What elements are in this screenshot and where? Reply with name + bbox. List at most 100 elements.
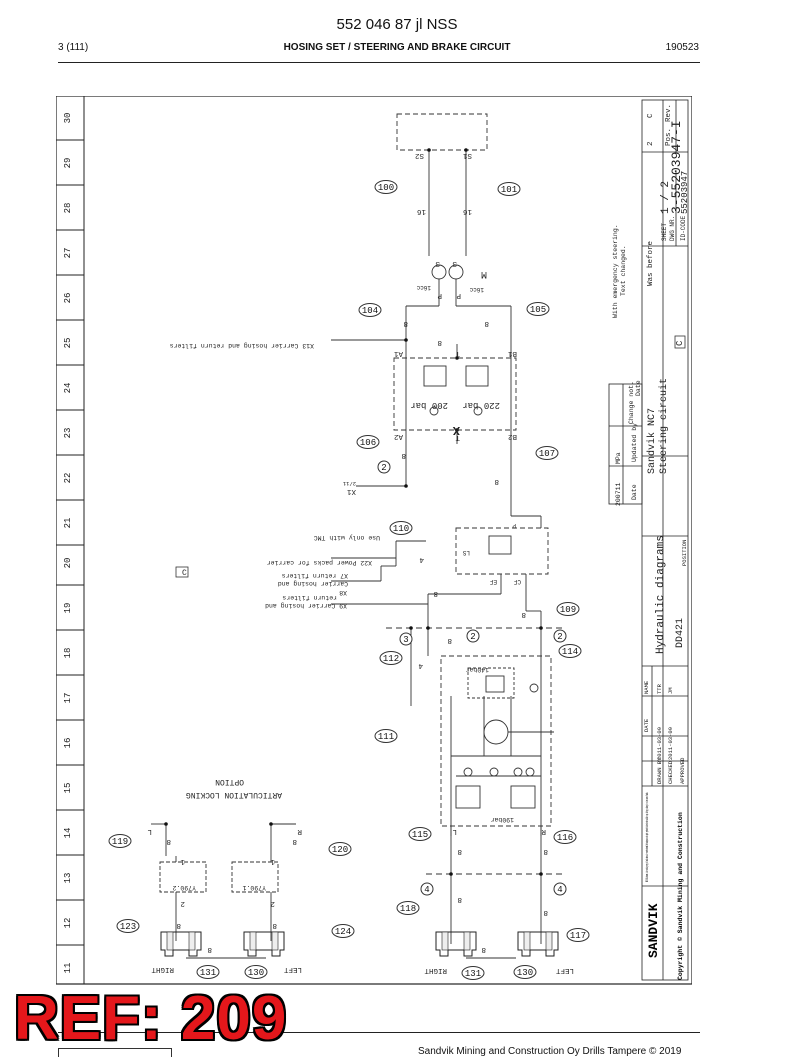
svg-text:3: 3: [403, 635, 408, 645]
label-p-left: P: [437, 291, 442, 299]
hose-size-8-b: 8: [484, 319, 489, 327]
marker-3: 3: [399, 632, 413, 646]
label-left-main: LEFT: [555, 966, 574, 974]
name-label: NAME: [643, 680, 650, 694]
svg-text:4: 4: [557, 885, 562, 895]
label-left-option: LEFT: [283, 965, 302, 973]
callout-101: 101: [497, 182, 521, 196]
callout-111: 111: [374, 729, 398, 743]
marker-4-right: 4: [553, 882, 567, 896]
drawing-frame: [56, 96, 692, 985]
checked-label: CHECKED: [667, 760, 674, 784]
label-r-main: R: [541, 827, 546, 835]
ruler-num: 28: [63, 203, 73, 214]
ruler-num: 19: [63, 603, 73, 614]
svg-text:130: 130: [248, 968, 264, 978]
revision-note-2: Text changed.: [620, 245, 627, 296]
svg-text:109: 109: [560, 605, 576, 615]
label-s1: S1: [462, 151, 472, 159]
label-right-main: RIGHT: [424, 966, 447, 974]
label-l-main: L: [452, 827, 457, 835]
ruler-num: 23: [63, 428, 73, 439]
hose-size-8-j: 8: [543, 847, 548, 855]
label-16-a: 16: [416, 207, 426, 215]
ruler-num: 22: [63, 473, 73, 484]
hose-size-8-q: 8: [207, 945, 212, 953]
hose-size-8-n: 8: [292, 837, 297, 845]
label-p-right: P: [456, 291, 461, 299]
ruler-num: 14: [63, 828, 73, 839]
label-190bar: 190bar: [490, 816, 514, 823]
svg-text:112: 112: [383, 654, 399, 664]
svg-text:130: 130: [517, 968, 533, 978]
label-a2: A2: [394, 432, 403, 440]
label-m: M: [481, 268, 487, 279]
notice: [594, 686, 646, 886]
marker-2-right: 2: [553, 629, 567, 643]
svg-text:124: 124: [335, 927, 351, 937]
label-s2: S2: [415, 151, 424, 159]
notice-text-block: [644, 888, 645, 889]
footer-text: Sandvik Mining and Construction Oy Drill…: [418, 1046, 682, 1057]
label-p-valve: P: [512, 522, 516, 529]
label-ef: EF: [489, 578, 497, 585]
hose-size-8-c: 8: [437, 338, 442, 346]
svg-text:105: 105: [530, 305, 546, 315]
hose-size-4-b: 4: [418, 661, 423, 669]
callout-109: 109: [556, 602, 580, 616]
label-140bar: 140bar: [465, 666, 489, 673]
updated-by: Updated by: [631, 423, 638, 462]
label-x7-a: X7 return filters: [282, 572, 348, 579]
svg-text:2: 2: [557, 632, 562, 642]
hose-size-8-a: 8: [403, 319, 408, 327]
label-articulation-1: ARTICULATION LOCKING: [186, 790, 282, 799]
callout-123: 123: [116, 919, 140, 933]
model: DD421: [675, 618, 686, 648]
label-ls: LS: [462, 549, 470, 556]
ruler-num: 12: [63, 918, 73, 929]
label-b1: B1: [507, 349, 517, 357]
label-16cc-left: 16cc: [416, 284, 431, 291]
ruler-num: 29: [63, 158, 73, 169]
sheet-number: 1 / 2: [660, 181, 672, 214]
callout-119: 119: [108, 834, 132, 848]
cylinder-right-main: [517, 931, 559, 957]
cylinder-right-option: [243, 931, 285, 957]
svg-text:2: 2: [381, 463, 386, 473]
label-t-top: T: [455, 349, 460, 357]
label-200bar: 200 bar: [410, 400, 448, 410]
callout-131-main: 131: [461, 966, 485, 980]
label-cf: CF: [513, 578, 521, 585]
rev-by: MPa: [615, 452, 622, 464]
svg-text:118: 118: [400, 904, 416, 914]
label-section-c: C: [182, 569, 187, 578]
hose-size-8-d: 8: [401, 451, 406, 459]
label-220bar: 220 bar: [462, 400, 500, 410]
company-logo: SANDVIK: [646, 903, 661, 958]
was-before: Was before: [647, 241, 655, 286]
document-date: 190523: [665, 42, 699, 53]
callout-130-main: 130: [513, 965, 537, 979]
cylinder-left-main: [435, 931, 477, 957]
svg-text:106: 106: [360, 438, 376, 448]
hose-size-8-f: 8: [433, 589, 438, 597]
label-16-b: 16: [462, 207, 472, 215]
ruler-num: 15: [63, 783, 73, 794]
drawn-by-date: 2011-03-09: [656, 727, 663, 760]
title-block: [608, 99, 689, 981]
callouts: 100 101 104 105 106 107 110 109 112 114 …: [108, 180, 590, 980]
subtitle-2: Steering circuit: [658, 378, 670, 474]
hose-size-8-k: 8: [457, 895, 462, 903]
revision-note-1: With emergency steering.: [612, 224, 619, 318]
ruler-num: 20: [63, 558, 73, 569]
copyright: Copyright © Sandvik Mining and Construct…: [676, 812, 684, 980]
reference-stamp: REF: 209: [14, 984, 288, 1053]
hydraulic-schematic: 30 29 28 27 26 25 24 23 22 21 20 19 18 1…: [56, 96, 692, 985]
svg-text:104: 104: [362, 306, 378, 316]
label-b2: B2: [508, 432, 517, 440]
ruler-num: 18: [63, 648, 73, 659]
svg-text:120: 120: [332, 845, 348, 855]
callout-118: 118: [396, 901, 420, 915]
hose-size-8-h: 8: [447, 636, 452, 644]
ruler-num: 11: [63, 963, 73, 974]
